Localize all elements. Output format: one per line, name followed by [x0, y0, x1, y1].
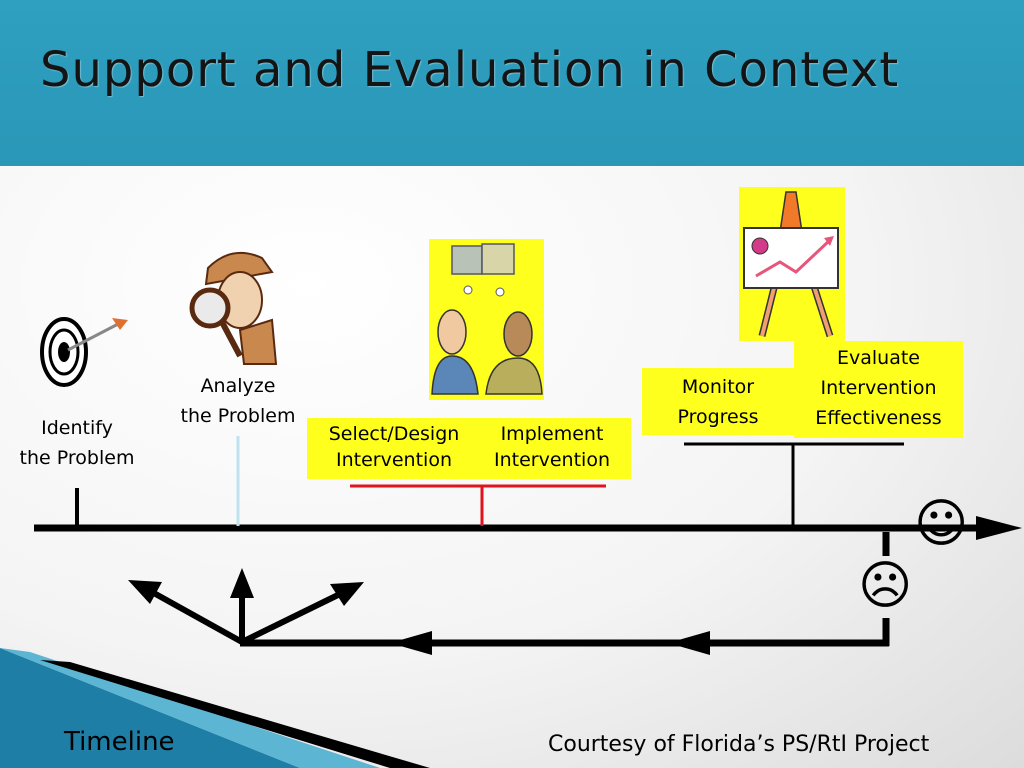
- fork-left-line: [150, 589, 244, 645]
- feedback-arrowhead-right: [668, 631, 710, 655]
- fork-right-line: [240, 591, 342, 645]
- slide-title: Support and Evaluation in Context: [40, 42, 900, 98]
- monitor-progress-box: Monitor Progress: [642, 368, 794, 435]
- title-bar: Support and Evaluation in Context: [0, 0, 1024, 166]
- select-design-label: Select/Design Intervention: [328, 423, 460, 471]
- frowny-face-icon: ☹: [858, 556, 913, 616]
- fork-right-arrowhead: [330, 582, 364, 606]
- smiley-face-icon: ☺: [914, 494, 969, 554]
- timeline-arrowhead: [976, 516, 1022, 540]
- fork-up-arrowhead: [230, 568, 254, 598]
- identify-problem-label: Identify the Problem: [19, 417, 135, 469]
- select-implement-box: [307, 418, 631, 479]
- evaluate-effectiveness-box: Evaluate Intervention Effectiveness: [794, 341, 963, 438]
- fork-left-arrowhead: [128, 580, 162, 604]
- feedback-arrowhead-left: [390, 631, 432, 655]
- analyze-problem-label: Analyze the Problem: [180, 375, 296, 427]
- footer-timeline-label: Timeline: [64, 727, 175, 757]
- implement-label: Implement Intervention: [494, 423, 610, 471]
- footer-credit: Courtesy of Florida’s PS/RtI Project: [548, 732, 930, 757]
